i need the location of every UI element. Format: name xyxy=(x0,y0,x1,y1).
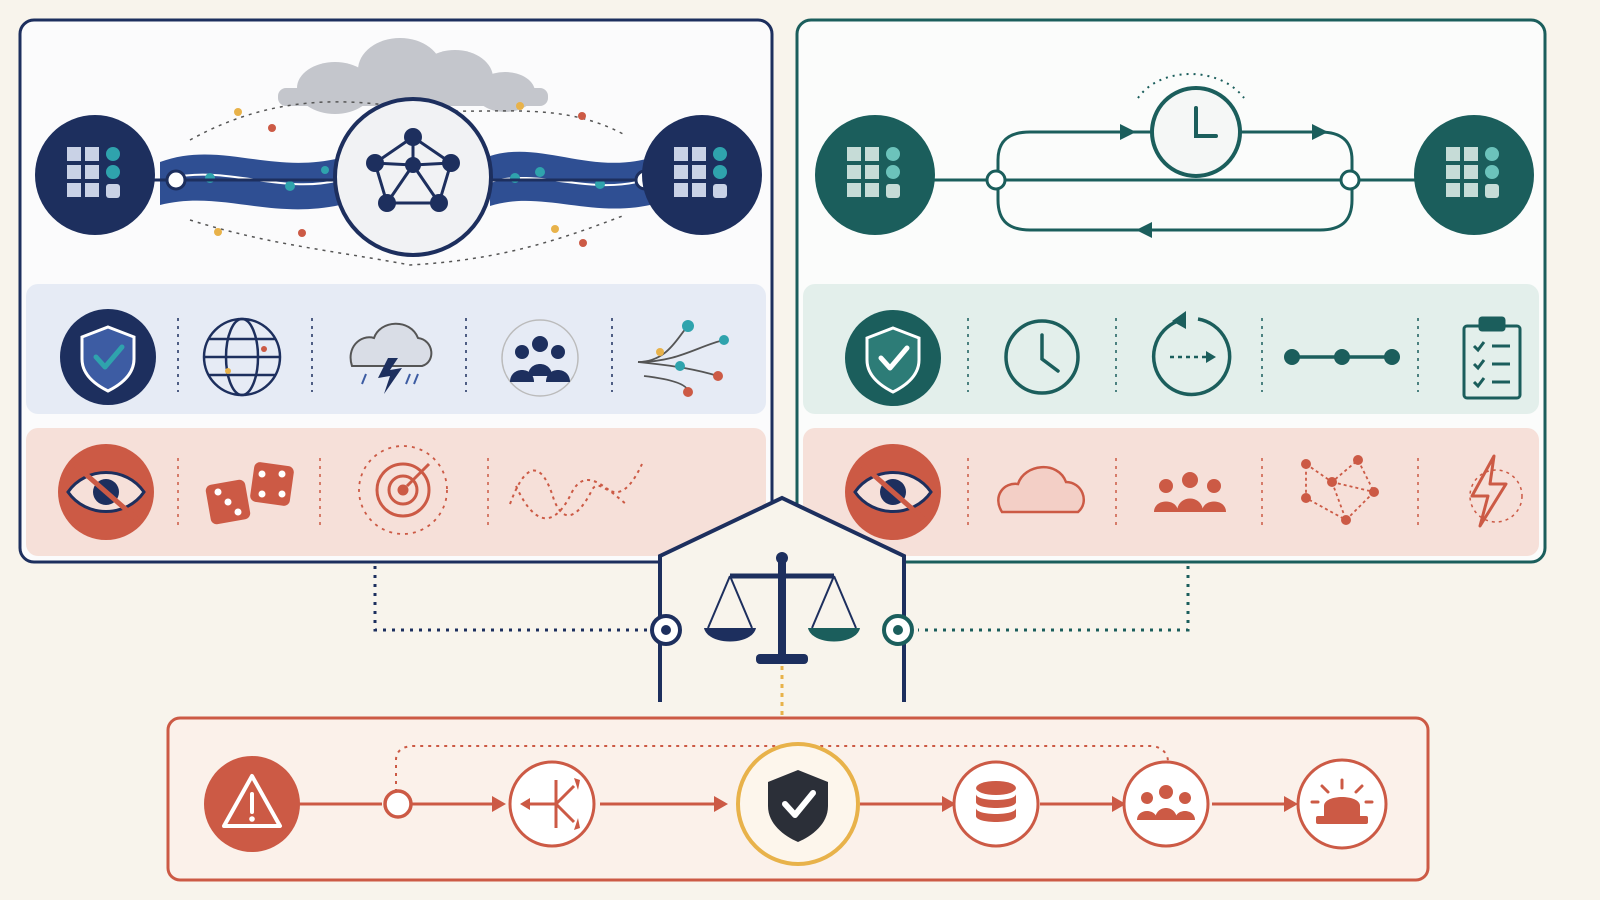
network-icon xyxy=(333,97,493,257)
grid-node-icon xyxy=(642,115,762,235)
branch-arrows-icon xyxy=(508,760,596,848)
shield-check-icon xyxy=(845,310,941,406)
grid-node-icon xyxy=(1414,115,1534,235)
hidden-eye-icon xyxy=(845,444,941,540)
grid-node-icon xyxy=(815,115,935,235)
shield-check-icon xyxy=(60,309,156,405)
linked-dots-icon xyxy=(1284,349,1400,365)
dice-icon xyxy=(205,462,294,525)
clock-icon xyxy=(1150,86,1242,178)
center-arbiter xyxy=(373,495,1190,740)
hidden-eye-icon xyxy=(58,444,154,540)
left-panel xyxy=(18,18,774,564)
database-icon xyxy=(952,760,1040,848)
dotted-wave-icon xyxy=(509,463,643,520)
lightning-icon xyxy=(1469,454,1523,528)
people-icon xyxy=(501,319,579,397)
target-icon xyxy=(358,445,448,535)
shield-check-icon xyxy=(736,742,860,866)
cycle-arrow-icon xyxy=(1151,311,1232,397)
people-icon xyxy=(1122,760,1210,848)
scatter-network-icon xyxy=(1301,455,1379,525)
globe-icon xyxy=(202,317,282,397)
right-panel xyxy=(795,18,1547,564)
grid-node-icon xyxy=(35,115,155,235)
storm-cloud-icon xyxy=(349,322,433,394)
people-icon xyxy=(1154,472,1226,512)
clock-icon xyxy=(1004,319,1080,395)
branching-paths-icon xyxy=(637,320,729,397)
balance-scale-icon xyxy=(704,552,860,664)
bottom-pipeline xyxy=(166,716,1430,882)
right-benefit-strip xyxy=(803,284,1539,414)
alarm-light-icon xyxy=(1296,758,1388,850)
checklist-icon xyxy=(1462,316,1522,400)
data-stream xyxy=(160,154,340,210)
cloud-icon xyxy=(997,465,1085,514)
warning-icon xyxy=(204,756,300,852)
left-risk-strip xyxy=(26,428,766,556)
